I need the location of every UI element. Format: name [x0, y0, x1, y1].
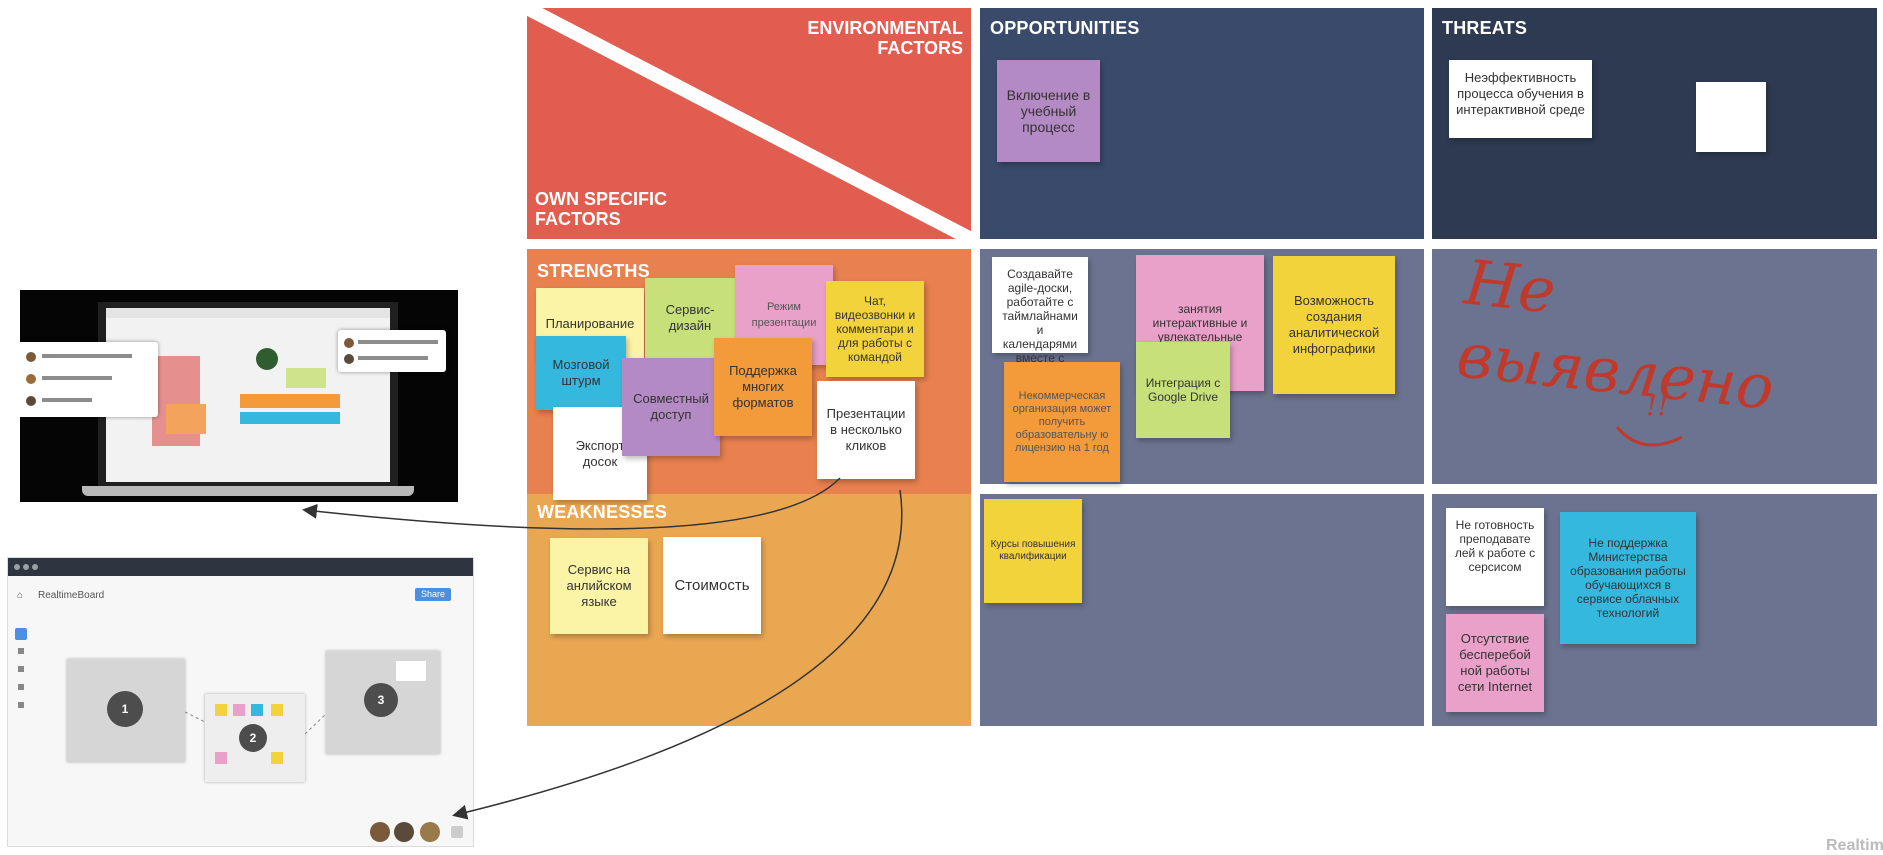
- window-titlebar: [8, 558, 473, 576]
- board-name[interactable]: RealtimeBoard: [38, 590, 105, 601]
- frame-number: 3: [364, 683, 398, 717]
- chat-popup: [20, 342, 158, 417]
- frame-connectors: [184, 711, 327, 735]
- own-specific-factors-label: OWN SPECIFIC FACTORS: [535, 189, 668, 229]
- chat-icon[interactable]: [451, 826, 463, 838]
- strengths-threats-cell: Не выявлено !!: [1432, 246, 1877, 484]
- threats-title: THREATS: [1442, 18, 1528, 38]
- strengths-opportunities-cell: Создавайте agile-доски, работайте с тайм…: [980, 249, 1424, 484]
- sticky-note[interactable]: Совместный доступ: [622, 358, 720, 456]
- frame-2[interactable]: 2: [205, 694, 305, 782]
- handwritten-exclamation: !!: [1646, 389, 1669, 422]
- sticky-note[interactable]: Не готовность преподавате лей к работе с…: [1446, 508, 1544, 606]
- sticky-note[interactable]: Интеграция с Google Drive: [1136, 342, 1230, 438]
- sticky-note[interactable]: Сервис на анлийском языке: [550, 538, 648, 634]
- environmental-factors-label: ENVIRONMENTAL FACTORS: [807, 18, 963, 58]
- frame-3[interactable]: 3: [326, 651, 440, 754]
- avatar[interactable]: [394, 822, 414, 842]
- watermark: Realtim: [1826, 837, 1883, 854]
- board-screenshot: ⌂ RealtimeBoard Share 1 2 3: [7, 557, 474, 847]
- sticky-note[interactable]: Отсутствие бесперебой ной работы сети In…: [1446, 614, 1544, 712]
- laptop-base: [82, 486, 414, 496]
- frame-1[interactable]: 1: [67, 659, 185, 762]
- sticky-note[interactable]: Включение в учебный процесс: [997, 60, 1100, 162]
- avatar[interactable]: [370, 822, 390, 842]
- handwritten-underline: [1615, 426, 1683, 447]
- sticky-note[interactable]: Возможность создания аналитической инфог…: [1273, 256, 1395, 394]
- threats-cell: THREATS Неэффективность процесса обучени…: [1432, 8, 1877, 239]
- sticky-note[interactable]: Чат, видеозвонки и комментари и для рабо…: [826, 281, 924, 377]
- chat-popup: [338, 330, 446, 372]
- frame-number: 1: [107, 691, 143, 727]
- weaknesses-opportunities-cell: Курсы повышения квалификации: [980, 494, 1424, 726]
- opportunities-cell: OPPORTUNITIES Включение в учебный процес…: [980, 8, 1424, 239]
- weaknesses-title: WEAKNESSES: [537, 502, 668, 522]
- share-button[interactable]: Share: [415, 588, 451, 601]
- sticky-note[interactable]: Неэффективность процесса обучения в инте…: [1449, 60, 1592, 138]
- sticky-note[interactable]: Мозговой штурм: [536, 336, 626, 410]
- frame-number: 2: [239, 724, 267, 752]
- sticky-note[interactable]: Не поддержка Министерства образования ра…: [1560, 512, 1696, 644]
- opportunities-title: OPPORTUNITIES: [990, 18, 1140, 38]
- sticky-note[interactable]: Стоимость: [663, 537, 761, 634]
- strengths-title: STRENGTHS: [537, 261, 650, 281]
- sticky-note[interactable]: Поддержка многих форматов: [714, 338, 812, 436]
- avatar[interactable]: [420, 822, 440, 842]
- sticky-note-empty[interactable]: [1696, 82, 1766, 152]
- share-label: Share: [420, 589, 446, 599]
- weaknesses-threats-cell: Не готовность преподавате лей к работе с…: [1432, 494, 1877, 726]
- weaknesses-cell: WEAKNESSES Сервис на анлийском языке Сто…: [527, 494, 971, 726]
- header-corner-cell: ENVIRONMENTAL FACTORS OWN SPECIFIC FACTO…: [527, 8, 971, 239]
- sticky-note[interactable]: Некоммерческая организация может получит…: [1004, 362, 1120, 482]
- diagonal-divider: [527, 8, 971, 239]
- sticky-note[interactable]: Создавайте agile-доски, работайте с тайм…: [992, 257, 1088, 379]
- white-tab: [380, 502, 458, 548]
- laptop-screenshot: [20, 290, 458, 502]
- home-icon[interactable]: ⌂: [17, 590, 24, 601]
- toolbar: [15, 628, 27, 718]
- sticky-note[interactable]: Презентации в несколько кликов: [817, 381, 915, 479]
- sticky-note[interactable]: Курсы повышения квалификации: [984, 499, 1082, 603]
